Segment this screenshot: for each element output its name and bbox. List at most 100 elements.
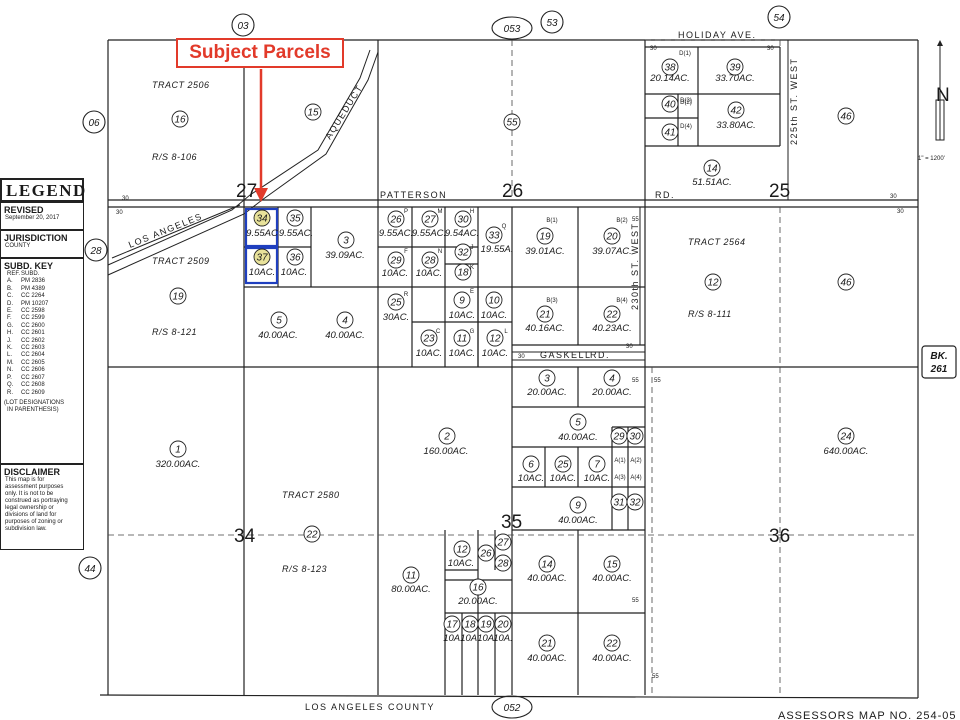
parcel-number-p32: 32 (457, 248, 469, 259)
parcel-number-p12: 12 (489, 334, 501, 345)
parcel-circle (286, 209, 304, 227)
parcel-number-p15: 15 (307, 108, 319, 119)
parcel-circle (522, 455, 540, 473)
subd-key-row: Q.CC 2608 (1, 382, 83, 389)
disclaimer-line: legal ownership or (5, 505, 54, 511)
subd-key-ref: H. (7, 330, 13, 337)
acreage-a12b: 10AC. (448, 558, 474, 569)
subd-key-row: P.CC 2607 (1, 375, 83, 382)
section-35: 35 (501, 512, 522, 533)
subd-key-value: CC 2608 (21, 382, 45, 389)
subd-key-value: CC 2599 (21, 315, 45, 322)
parcel-number-p20b: 20 (496, 620, 509, 631)
parcel-number-p28b: 28 (496, 559, 509, 570)
page-ref-03: 03 (237, 21, 249, 32)
north-arrow-icon (935, 40, 945, 141)
legend-subd-label: SUBD. KEY (4, 261, 54, 271)
dim-55-c: 55 (654, 378, 661, 384)
legend-revised-date: September 20, 2017 (5, 215, 60, 221)
disclaimer-line: purposes of zoning or (5, 519, 63, 525)
parcel-circle (169, 287, 187, 305)
acreage-a22c: 40.00AC. (592, 653, 632, 664)
parcel-number-p35: 35 (289, 214, 301, 225)
page-reference-circles (78, 5, 791, 719)
parcel-circle (303, 525, 321, 543)
subd-key-ref: N. (7, 367, 13, 374)
parcel-circle (603, 227, 621, 245)
road-gaskell-rd: RD. (590, 350, 610, 360)
rs-8-123: R/S 8-123 (282, 564, 327, 574)
parcel-circle (453, 329, 471, 347)
dim-30-d: 30 (767, 46, 774, 52)
book-number: 261 (930, 364, 948, 375)
parcel-circle (469, 578, 487, 596)
sub-key-R: R (404, 292, 409, 298)
acreage-a37: 10AC. (249, 267, 275, 278)
parcel-number-p18b: 18 (464, 620, 476, 631)
acreage-a3b: 20.00AC. (526, 387, 567, 398)
sub-key-H: H (470, 209, 474, 215)
section-26: 26 (502, 181, 523, 202)
rs-8-106: R/S 8-106 (152, 152, 197, 162)
sub-key-D1: D(1) (679, 51, 691, 57)
subd-key-row: G.CC 2600 (1, 323, 83, 330)
road-patterson: PATTERSON (380, 190, 447, 200)
subd-key-row: H.CC 2601 (1, 330, 83, 337)
dim-30-e: 30 (890, 194, 897, 200)
page-ref-053: 053 (504, 24, 521, 35)
parcel-circle (421, 251, 439, 269)
parcel-number-p1: 1 (175, 445, 181, 456)
parcel-number-p39: 39 (729, 63, 741, 74)
acreage-a4b: 20.00AC. (591, 387, 632, 398)
acreage-a9b: 40.00AC. (558, 515, 598, 526)
disclaimer-line: subdivision law. (5, 526, 47, 532)
subd-key-ref: B. (7, 285, 13, 292)
parcel-number-p27: 27 (423, 215, 436, 226)
aqueduct-label: AQUEDUCT (323, 83, 365, 141)
parcel-number-p9b: 9 (575, 501, 581, 512)
subd-key-value: PM 4389 (21, 285, 46, 292)
acreage-a38: 20.14AC. (649, 73, 690, 84)
acreage-a21b: 40.00AC. (527, 653, 567, 664)
parcel-circle (171, 110, 189, 128)
acreage-a14b: 40.00AC. (527, 573, 567, 584)
acreage-a35: 9.55AC. (279, 228, 313, 239)
parcel-circle (554, 455, 572, 473)
subd-key-ref: E. (7, 308, 13, 315)
parcel-number-p22b: 22 (305, 530, 318, 541)
parcel-number-p5: 5 (276, 316, 282, 327)
parcel-number-p18: 18 (457, 268, 469, 279)
parcel-circle (477, 615, 495, 633)
parcel-circle (420, 329, 438, 347)
acreage-a30: 9.54AC. (445, 228, 479, 239)
parcel-number-p10: 10 (488, 296, 500, 307)
parcel-number-p5b: 5 (575, 418, 581, 429)
parcel-circle (453, 540, 471, 558)
aqueduct (107, 49, 379, 276)
parcel-circle (536, 227, 554, 245)
subd-key-row: D.PM 10207 (1, 301, 83, 308)
acreage-a10: 10AC. (481, 310, 507, 321)
parcel-number-p46b: 46 (840, 278, 852, 289)
parcel-circle (661, 123, 679, 141)
parcel-circle (603, 369, 621, 387)
subject-parcels[interactable] (244, 207, 279, 285)
acreage-a39: 33.70AC. (715, 73, 755, 84)
subd-key-value: CC 2602 (21, 337, 45, 344)
legend-jurisdiction-label: JURISDICTION (4, 233, 68, 243)
page-ref-53: 53 (546, 18, 558, 29)
sub-key-A2: A(2) (630, 458, 641, 464)
parcel-circle (477, 544, 495, 562)
acreage-a1: 320.00AC. (156, 459, 201, 470)
sub-key-B1: B(1) (546, 218, 557, 224)
parcel-number-p15b: 15 (606, 560, 618, 571)
parcel-circle (494, 615, 512, 633)
subd-key-row: L.CC 2604 (1, 352, 83, 359)
dim-30-h: 30 (626, 344, 633, 350)
parcel-number-p46a: 46 (840, 112, 852, 123)
sub-key-A1: A(1) (614, 458, 625, 464)
parcel-circle (387, 210, 405, 228)
acreage-a3: 39.09AC. (325, 250, 365, 261)
parcel-circle (387, 293, 405, 311)
